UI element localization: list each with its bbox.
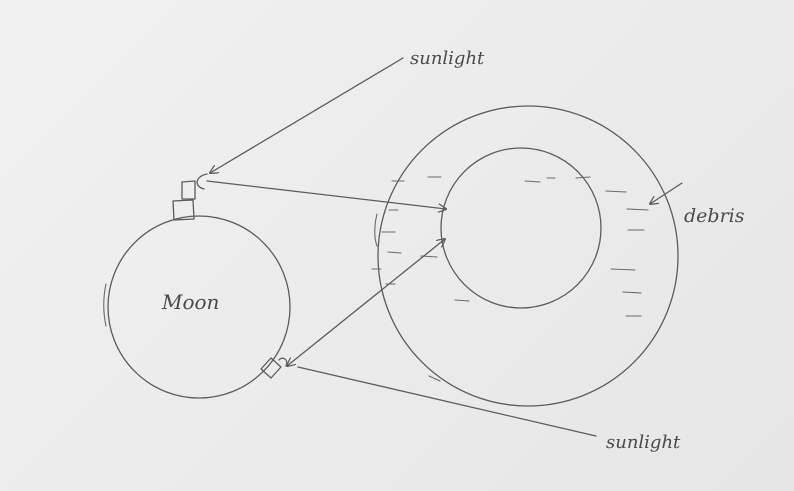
moon-label: Moon	[161, 290, 219, 314]
sunlight-pointer-bottom	[297, 366, 597, 437]
moon-edge-mark	[103, 283, 107, 327]
laser-arrow-bottom	[287, 239, 445, 366]
sunlight-arrow-top	[210, 57, 404, 173]
laser-arrow-top	[206, 180, 446, 209]
sunlight-label-top: sunlight	[410, 48, 485, 69]
sunlight-label-bottom: sunlight	[606, 432, 681, 453]
debris-label: debris	[684, 205, 745, 227]
debris-arrow	[650, 182, 683, 204]
bottom-station-icon	[260, 357, 288, 379]
top-station-icon	[172, 173, 208, 221]
debris-marks	[371, 176, 649, 382]
inner-circle	[440, 147, 602, 309]
